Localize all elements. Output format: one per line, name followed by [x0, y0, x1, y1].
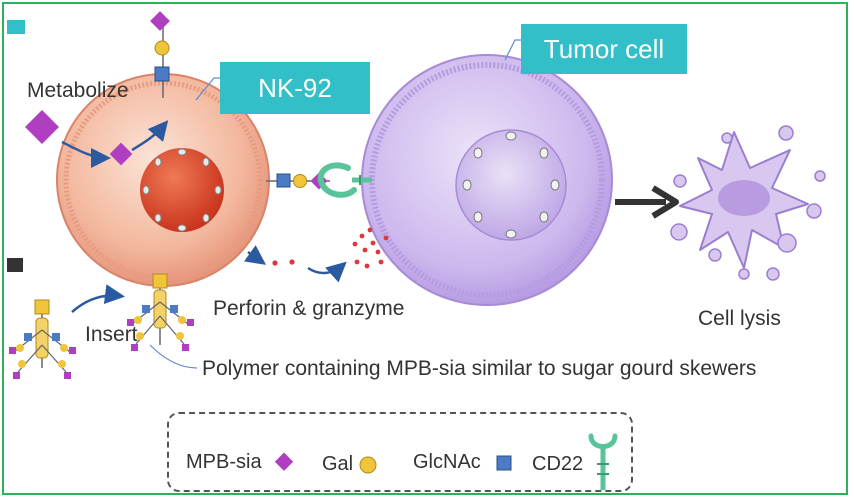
legend-mpb-sia-label: MPB-sia [186, 451, 262, 473]
nucleus-pores [142, 148, 222, 232]
nk92-tag: NK-92 [220, 62, 370, 114]
glycan-cd22-bridge [266, 162, 372, 198]
metabolize-arrow-1 [61, 140, 111, 168]
granule-arrow-1 [243, 245, 267, 265]
metabolize-label: Metabolize [27, 79, 129, 102]
corner-marker-dark [7, 258, 23, 272]
legend-cd22-icon [588, 433, 618, 490]
polymer-label-connector [149, 344, 198, 369]
nk92-label: NK-92 [258, 72, 332, 103]
polymer-label: Polymer containing MPB-sia similar to su… [202, 357, 757, 380]
tumor-tag-connector [504, 39, 523, 61]
polymer-skewer-inserted [127, 273, 194, 351]
nk92-nucleus [140, 148, 224, 232]
legend-glcnac-label: GlcNAc [413, 451, 481, 473]
cell-lysis-label: Cell lysis [698, 307, 781, 330]
legend-glcnac-icon [496, 455, 512, 471]
lysis-arrow [615, 185, 679, 219]
cd22-receptor [317, 162, 357, 198]
corner-marker-teal [7, 20, 25, 34]
insert-label: Insert [85, 323, 138, 346]
metabolize-arrow-2 [131, 120, 169, 152]
nk92-cell [56, 73, 270, 287]
legend-cd22-label: CD22 [532, 453, 584, 475]
mpb-sia-diamond-inside [109, 142, 133, 166]
legend-gal-label: Gal [322, 453, 354, 475]
tumor-cell-tag: Tumor cell [521, 24, 687, 74]
tumor-cell-label: Tumor cell [543, 33, 665, 64]
insert-arrow [71, 284, 125, 313]
polymer-skewer-free [9, 299, 76, 379]
tumor-nucleus [455, 129, 567, 241]
legend-box [167, 412, 633, 492]
legend-mpb-sia-icon [274, 452, 294, 471]
granule-arrow-2 [307, 261, 347, 283]
lysed-cell [670, 125, 826, 281]
tumor-cell [361, 54, 613, 306]
mpb-sia-diamond-outside [25, 110, 59, 144]
nk92-tag-connector [195, 77, 222, 101]
perforin-granzyme-label: Perforin & granzyme [213, 297, 405, 320]
perforin-granules [272, 227, 389, 269]
legend-gal-icon [359, 456, 377, 474]
figure-frame [2, 2, 848, 495]
